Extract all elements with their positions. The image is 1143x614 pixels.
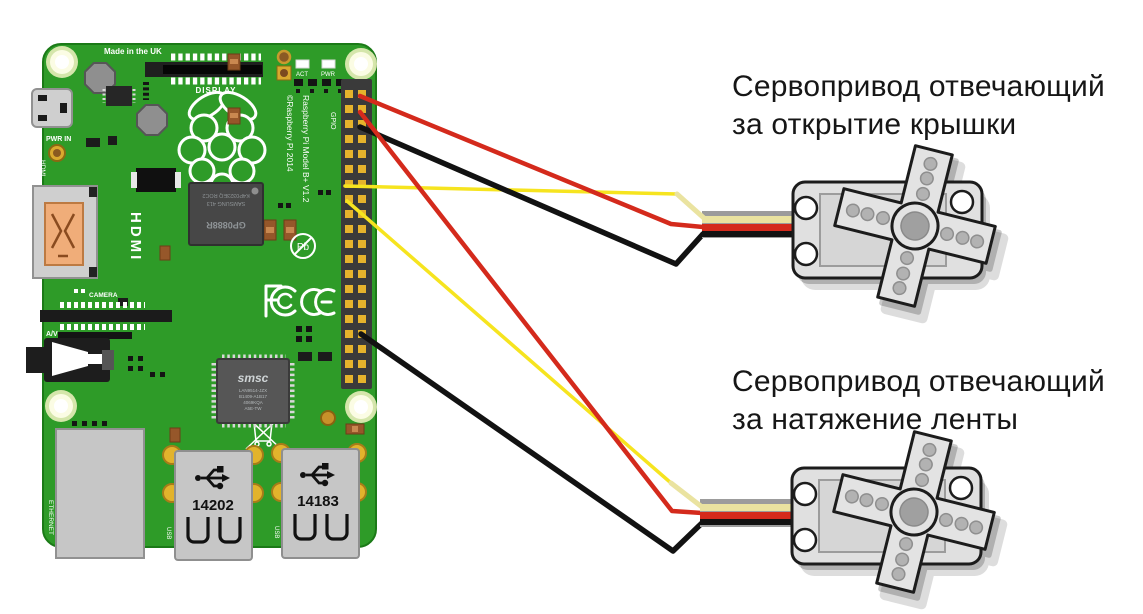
servo2-ribbon <box>700 499 800 527</box>
usb-trident-icon <box>195 466 230 490</box>
misc-components <box>72 53 365 443</box>
servo1-ribbon <box>702 211 798 238</box>
wire-pale-yellow-servo1 <box>674 191 708 222</box>
av-jack <box>26 338 114 382</box>
annotation-servo-tape: Сервопривод отвечающий за натяжение лент… <box>732 365 1105 436</box>
wire-black-ground-servo2 <box>358 331 705 554</box>
mounting-hole <box>46 46 78 78</box>
act-led <box>295 59 310 69</box>
ce-logo-icon <box>300 288 336 316</box>
display-label: DISPLAY <box>196 86 237 95</box>
status-leds: ACT PWR <box>276 49 345 93</box>
ribbon-fanout <box>668 191 708 510</box>
copyright-silk: ©Raspberry Pi 2014 <box>285 95 295 172</box>
fcc-logo-icon <box>264 284 297 318</box>
usb-socket <box>325 514 349 541</box>
pb-label: Pb <box>297 242 310 253</box>
ethernet-label: ETHERNET <box>47 500 54 535</box>
pwr-led-label: PWR <box>321 72 336 78</box>
hdmi-silk-label: HDMI <box>127 212 144 262</box>
usb-trident-icon <box>300 463 335 487</box>
made-in-uk-label: Made in the UK <box>104 47 162 56</box>
pad-square <box>81 289 85 293</box>
raspberry-logo-icon <box>177 90 267 198</box>
ram-chip-marking: GP0888R <box>206 220 246 230</box>
servo-wires <box>343 93 706 554</box>
camera-label: CAMERA <box>89 292 118 299</box>
wire-red-power-servo2 <box>357 109 705 516</box>
wire-pale-yellow-servo2 <box>668 480 705 510</box>
servo-motor-lid <box>793 131 1018 332</box>
mounting-hole <box>345 391 377 423</box>
usb1-number: 14202 <box>192 497 234 514</box>
raspberry-pi-board: Made in the UK DISPLAY ACT PWR <box>26 43 377 561</box>
usb1-label: USB <box>165 527 171 539</box>
wire-yellow-signal-servo2 <box>345 199 673 485</box>
pwr-in-port <box>31 88 73 128</box>
smsc-marking: B1409-A1B17 <box>239 394 268 399</box>
gpio-label: GPIO <box>329 112 336 130</box>
servo-motor-tape <box>792 417 1017 614</box>
ram-chip-marking: K4P0323EQ ROC2 <box>202 192 249 198</box>
wire-black-ground-servo1 <box>357 124 706 267</box>
camera-connector <box>40 302 172 339</box>
smsc-marking: LAN9514-JZX <box>239 388 267 393</box>
wire-red-power-servo1 <box>357 93 706 230</box>
smsc-marking: A5E-TW <box>244 406 262 411</box>
gpio-header <box>341 79 372 389</box>
annotation-servo-lid: Сервопривод отвечающий за открытие крышк… <box>732 70 1105 141</box>
mounting-hole <box>345 48 377 80</box>
usb2-label: USB <box>273 526 279 538</box>
pad-round <box>53 149 61 157</box>
smsc-marking: 4069KQA <box>243 400 263 405</box>
hdmi-port <box>32 185 98 279</box>
act-led-label: ACT <box>296 72 308 78</box>
hdmi-edge-label: HDMI <box>39 160 46 177</box>
pwr-led <box>321 59 336 69</box>
ram-chip-marking: SAMSUNG 413 <box>207 200 246 206</box>
ethernet-port <box>55 428 145 559</box>
usb-ports: 14202 14183 USB USB <box>162 443 367 561</box>
pwr-in-label: PWR IN <box>46 136 71 143</box>
usb-socket <box>186 517 210 544</box>
usb2-number: 14183 <box>297 493 339 510</box>
pb-free-mark: Pb <box>290 233 316 259</box>
smsc-chip: smsc LAN9514-JZX B1409-A1B17 4069KQA A5E… <box>211 354 295 428</box>
usb-socket <box>293 514 317 541</box>
av-label: A/V <box>46 331 58 338</box>
smsc-logo-label: smsc <box>238 371 269 385</box>
model-silk: Raspberry Pi Model B+ V1.2 <box>301 95 311 203</box>
ram-chip: GP0888R SAMSUNG 413 K4P0323EQ ROC2 <box>188 182 264 246</box>
pad-square <box>74 289 78 293</box>
usb-port-left <box>174 450 253 561</box>
usb-socket <box>218 517 242 544</box>
mounting-hole <box>45 390 77 422</box>
pad-round <box>276 49 292 65</box>
